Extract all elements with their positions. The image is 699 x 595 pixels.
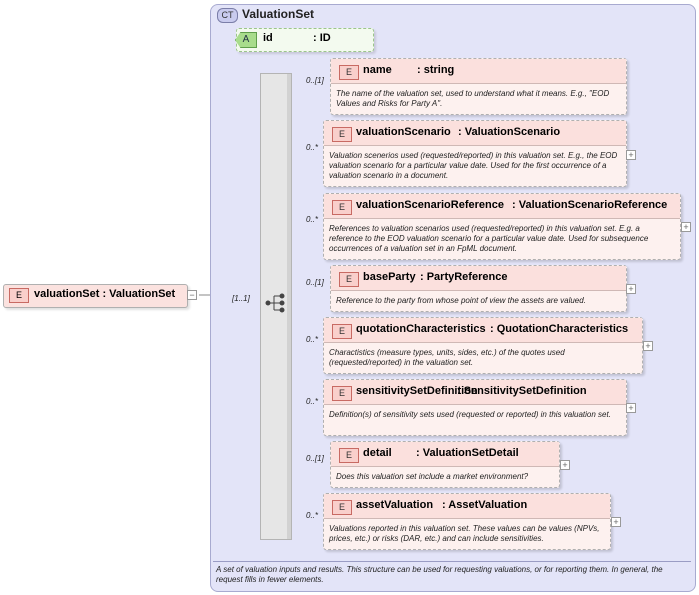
element-badge: E bbox=[332, 386, 352, 401]
cardinality-valuation-scenario-reference: 0..* bbox=[306, 215, 319, 224]
element-type-label: : PartyReference bbox=[420, 271, 508, 283]
element-badge: E bbox=[339, 65, 359, 80]
element-documentation: Valuations reported in this valuation se… bbox=[329, 524, 600, 543]
element-documentation: Does this valuation set include a market… bbox=[336, 472, 529, 481]
attribute-id-box[interactable] bbox=[236, 28, 374, 52]
element-documentation: Valuation scenerios used (requested/repo… bbox=[329, 151, 618, 180]
element-badge: E bbox=[332, 324, 352, 339]
expand-icon[interactable]: + bbox=[626, 403, 636, 413]
complex-type-badge: CT bbox=[217, 8, 238, 23]
element-badge: E bbox=[339, 272, 359, 287]
element-type-label: : string bbox=[417, 64, 455, 76]
element-name-label: sensitivitySetDefinition bbox=[356, 385, 478, 397]
element-sensitivity-set-definition[interactable]: E sensitivitySetDefinition : Sensitivity… bbox=[323, 379, 627, 436]
root-cardinality: [1..1] bbox=[232, 294, 250, 303]
element-asset-valuation[interactable]: E assetValuation : AssetValuation Valuat… bbox=[323, 493, 611, 550]
element-name-label: baseParty bbox=[363, 271, 416, 283]
collapse-icon[interactable]: − bbox=[187, 290, 197, 300]
sequence-bar bbox=[260, 73, 292, 540]
element-badge: E bbox=[332, 127, 352, 142]
element-documentation: The name of the valuation set, used to u… bbox=[336, 89, 610, 108]
element-quotation-characteristics[interactable]: E quotationCharacteristics : QuotationCh… bbox=[323, 317, 643, 374]
cardinality-quotation-characteristics: 0..* bbox=[306, 335, 319, 344]
root-element-name: valuationSet : ValuationSet bbox=[34, 288, 176, 300]
element-name-label: detail bbox=[363, 447, 392, 459]
element-name-label: quotationCharacteristics bbox=[356, 323, 486, 335]
element-documentation: Charactistics (measure types, units, sid… bbox=[329, 348, 565, 367]
element-type-label: : ValuationScenario bbox=[458, 126, 561, 138]
attribute-name: id bbox=[263, 32, 273, 44]
element-documentation: Reference to the party from whose point … bbox=[336, 296, 586, 305]
attribute-badge: A bbox=[235, 32, 257, 48]
element-base-party[interactable]: E baseParty : PartyReference Reference t… bbox=[330, 265, 627, 312]
element-documentation: References to valuation scenarios used (… bbox=[329, 224, 649, 253]
documentation-divider bbox=[213, 561, 691, 562]
cardinality-detail: 0..[1] bbox=[306, 454, 324, 463]
element-valuation-scenario-reference[interactable]: E valuationScenarioReference : Valuation… bbox=[323, 193, 681, 260]
element-type-label: : ValuationSetDetail bbox=[416, 447, 519, 459]
expand-icon[interactable]: + bbox=[643, 341, 653, 351]
element-name-label: valuationScenario bbox=[356, 126, 451, 138]
element-type-label: : QuotationCharacteristics bbox=[490, 323, 629, 335]
attribute-type: : ID bbox=[313, 32, 331, 44]
cardinality-valuation-scenario: 0..* bbox=[306, 143, 319, 152]
cardinality-asset-valuation: 0..* bbox=[306, 511, 319, 520]
cardinality-sensitivity-set-definition: 0..* bbox=[306, 397, 319, 406]
expand-icon[interactable]: + bbox=[681, 222, 691, 232]
expand-icon[interactable]: + bbox=[560, 460, 570, 470]
element-name-label: assetValuation bbox=[356, 499, 434, 511]
sequence-icon bbox=[265, 293, 285, 313]
element-badge: E bbox=[332, 500, 352, 515]
element-badge: E bbox=[339, 448, 359, 463]
complex-type-title: ValuationSet bbox=[242, 7, 315, 21]
element-documentation: Definition(s) of sensitivity sets used (… bbox=[329, 410, 611, 419]
element-detail[interactable]: E detail : ValuationSetDetail Does this … bbox=[330, 441, 560, 488]
element-type-label: : ValuationScenarioReference bbox=[512, 199, 668, 211]
cardinality-base-party: 0..[1] bbox=[306, 278, 324, 287]
cardinality-name: 0..[1] bbox=[306, 76, 324, 85]
element-name-label: name bbox=[363, 64, 392, 76]
expand-icon[interactable]: + bbox=[626, 284, 636, 294]
element-type-label: : AssetValuation bbox=[442, 499, 528, 511]
element-badge: E bbox=[332, 200, 352, 215]
element-valuation-scenario[interactable]: E valuationScenario : ValuationScenario … bbox=[323, 120, 627, 187]
element-name[interactable]: E name : string The name of the valuatio… bbox=[330, 58, 627, 115]
element-type-label: : SensitivitySetDefinition bbox=[457, 385, 587, 397]
expand-icon[interactable]: + bbox=[611, 517, 621, 527]
root-element-box[interactable] bbox=[3, 284, 188, 308]
complex-type-documentation: A set of valuation inputs and results. T… bbox=[216, 565, 663, 584]
expand-icon[interactable]: + bbox=[626, 150, 636, 160]
element-name-label: valuationScenarioReference bbox=[356, 199, 504, 211]
root-element-badge: E bbox=[9, 288, 29, 303]
